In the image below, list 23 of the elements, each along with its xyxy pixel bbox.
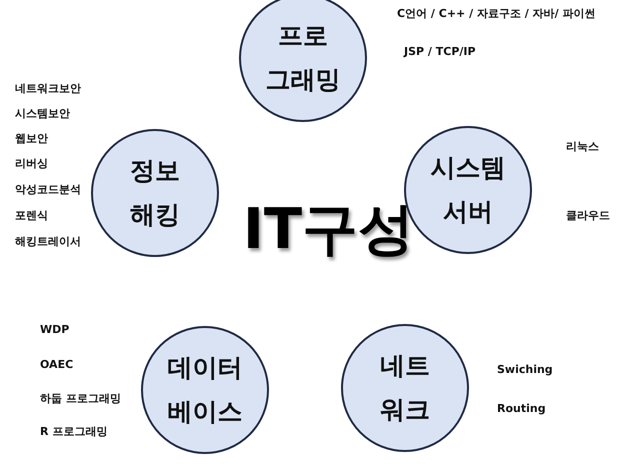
topic-label: 프로 그래밍 [264, 20, 342, 96]
topic-label: 네트 워크 [379, 350, 431, 426]
list-item: 악성코드분석 [15, 182, 81, 197]
list-item: C언어 / C++ / 자료구조 / 자바/ 파이썬 [397, 6, 596, 21]
list-item: Routing [497, 402, 546, 415]
list-item: 웹보안 [15, 131, 48, 146]
list-item: 포렌식 [15, 208, 48, 223]
topic-label: 데이터 베이스 [166, 352, 244, 428]
list-item: 리눅스 [566, 139, 599, 154]
list-item: 하둡 프로그래밍 [40, 391, 121, 406]
topic-label: 시스템 서버 [430, 152, 506, 228]
list-item: 시스템보안 [15, 106, 70, 121]
list-item: 리버싱 [15, 156, 48, 171]
list-item: JSP / TCP/IP [404, 45, 476, 58]
list-item: 클라우드 [566, 208, 610, 223]
title: IT구성 [243, 196, 414, 264]
list-item: R 프로그래밍 [40, 424, 108, 439]
topic-label: 정보 해킹 [129, 155, 181, 231]
list-item: Swiching [497, 363, 553, 376]
list-item: WDP [40, 323, 70, 336]
list-item: 네트워크보안 [15, 81, 81, 96]
list-item: OAEC [40, 358, 74, 371]
list-item: 해킹트레이서 [15, 234, 81, 249]
